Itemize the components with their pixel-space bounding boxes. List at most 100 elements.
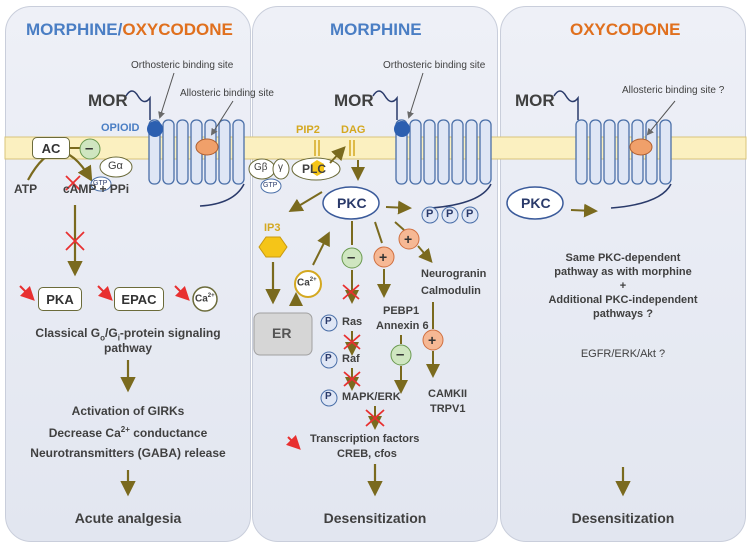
phospho-label-3: P	[466, 208, 474, 220]
ca-label-left: Ca2+	[195, 293, 215, 305]
inhibit-minus-left-sign: –	[85, 140, 94, 157]
gtp-middle	[260, 178, 282, 194]
plc-label: PLC	[302, 162, 326, 176]
creb-label: CREB, cfos	[337, 448, 397, 460]
left-panel-title: MORPHINE/OXYCODONE	[26, 20, 233, 39]
inhibition-cross-5	[343, 371, 361, 387]
inhibit-minus-middle-sign: –	[347, 249, 356, 266]
middle-panel-title: MORPHINE	[330, 20, 422, 39]
panel-morphine	[252, 6, 498, 542]
phospho-label-1: P	[426, 208, 434, 220]
pebp1-label: PEBP1	[383, 305, 420, 317]
phospho-label-2: P	[446, 208, 454, 220]
er-label: ER	[272, 325, 292, 341]
panel-morphine-oxycodone	[5, 6, 251, 542]
raf-label: Raf	[342, 353, 360, 365]
camkii-label: CAMKII	[428, 388, 468, 400]
ip3-hexagon	[258, 236, 288, 258]
additional-pathway-line2: pathways ?	[593, 308, 653, 320]
ras-label: Ras	[342, 316, 363, 328]
inhibition-cross-2	[65, 231, 85, 251]
neurotransmitter-label: Neurotransmitters (GABA) release	[30, 446, 226, 460]
allosteric-site-right	[629, 138, 653, 156]
activate-plus-3	[422, 329, 444, 351]
right-panel-title: OXYCODONE	[570, 20, 681, 39]
left-outcome: Acute analgesia	[74, 510, 182, 526]
classical-pathway-line1: Classical Go/Gi-protein signaling	[35, 326, 221, 343]
mor-label-middle: MOR	[334, 91, 374, 110]
plus-label: +	[619, 280, 627, 292]
inhibition-cross-4	[343, 334, 361, 350]
allosteric-site-left	[195, 138, 219, 156]
pip2-lipid	[314, 140, 320, 156]
gtp-left	[90, 176, 112, 192]
calmodulin-label: Calmodulin	[421, 285, 481, 297]
atp-label: ATP	[14, 182, 38, 196]
g-alpha-label-left: Gα	[108, 160, 123, 172]
ca-circle-middle	[294, 270, 322, 298]
transcription-factors-label: Transcription factors	[310, 433, 420, 445]
mor-receptor-middle	[372, 90, 492, 209]
ip3-label: IP3	[264, 222, 281, 234]
pkc-label-right: PKC	[521, 195, 551, 211]
mapk-label: MAPK/ERK	[342, 391, 401, 403]
p-raf	[320, 351, 338, 369]
panel-oxycodone	[500, 6, 746, 542]
activate-plus-1-sign: +	[379, 249, 388, 265]
mor-label-right: MOR	[515, 91, 555, 110]
orthosteric-label-middle: Orthosteric binding site	[383, 60, 486, 71]
p-ras	[320, 314, 338, 332]
activate-plus-3-sign: +	[428, 332, 437, 348]
girk-label: Activation of GIRKs	[71, 404, 185, 418]
right-outcome: Desensitization	[571, 510, 675, 526]
p-raf-label: P	[325, 353, 332, 364]
activate-plus-2	[398, 228, 420, 250]
egfr-label: EGFR/ERK/Akt ?	[580, 348, 666, 360]
g-beta-label: Gβ	[254, 162, 268, 173]
pka-box: PKA	[38, 287, 82, 311]
activate-plus-1	[373, 246, 395, 268]
pkc-right	[506, 186, 564, 220]
phospho-3	[461, 206, 479, 224]
opioid-label: OPIOID	[101, 122, 140, 134]
same-pathway-line2: pathway as with morphine	[554, 266, 692, 278]
inhibit-minus-pebp-sign: –	[396, 346, 405, 363]
ca-conductance-label: Decrease Ca2+ conductance	[48, 425, 208, 440]
neurogranin-label: Neurogranin	[421, 268, 487, 280]
orthosteric-label-left: Orthosteric binding site	[131, 60, 234, 71]
camp-label: cAMP + PPi	[63, 182, 130, 196]
activate-plus-2-sign: +	[404, 231, 413, 247]
pip2-label: PIP2	[296, 124, 320, 136]
gtp-label-left: GTP	[93, 180, 108, 187]
ca-circle-left	[192, 286, 218, 312]
pkc-label-middle: PKC	[337, 195, 367, 211]
allosteric-label-left: Allosteric binding site	[180, 88, 274, 99]
g-gamma	[272, 158, 290, 180]
phospho-2	[441, 206, 459, 224]
epac-box: EPAC	[114, 287, 164, 311]
classical-pathway-line2: pathway	[103, 341, 152, 355]
p-mapk-label: P	[325, 391, 332, 402]
trpv1-label: TRPV1	[430, 403, 466, 415]
ip3-head-small	[311, 160, 324, 176]
p-mapk	[320, 389, 338, 407]
inhibition-cross-1	[65, 175, 81, 191]
g-alpha-left	[99, 156, 133, 178]
allosteric-label-right: Allosteric binding site ?	[622, 85, 725, 96]
inhibition-cross-3	[342, 284, 360, 300]
annexin-label: Annexin 6	[376, 320, 429, 332]
orthosteric-site-middle	[394, 121, 410, 137]
p-ras-label: P	[325, 316, 332, 327]
additional-pathway-line1: Additional PKC-independent	[548, 294, 698, 306]
dag-lipid	[349, 140, 355, 156]
phospho-1	[421, 206, 439, 224]
same-pathway-line1: Same PKC-dependent	[565, 252, 681, 264]
er-box	[253, 312, 313, 356]
inhibition-cross-6	[365, 409, 385, 427]
mor-label-left: MOR	[88, 91, 128, 110]
pkc-middle	[322, 186, 380, 220]
middle-outcome: Desensitization	[323, 510, 427, 526]
ac-box: AC	[32, 137, 70, 159]
inhibit-minus-left	[79, 138, 101, 160]
